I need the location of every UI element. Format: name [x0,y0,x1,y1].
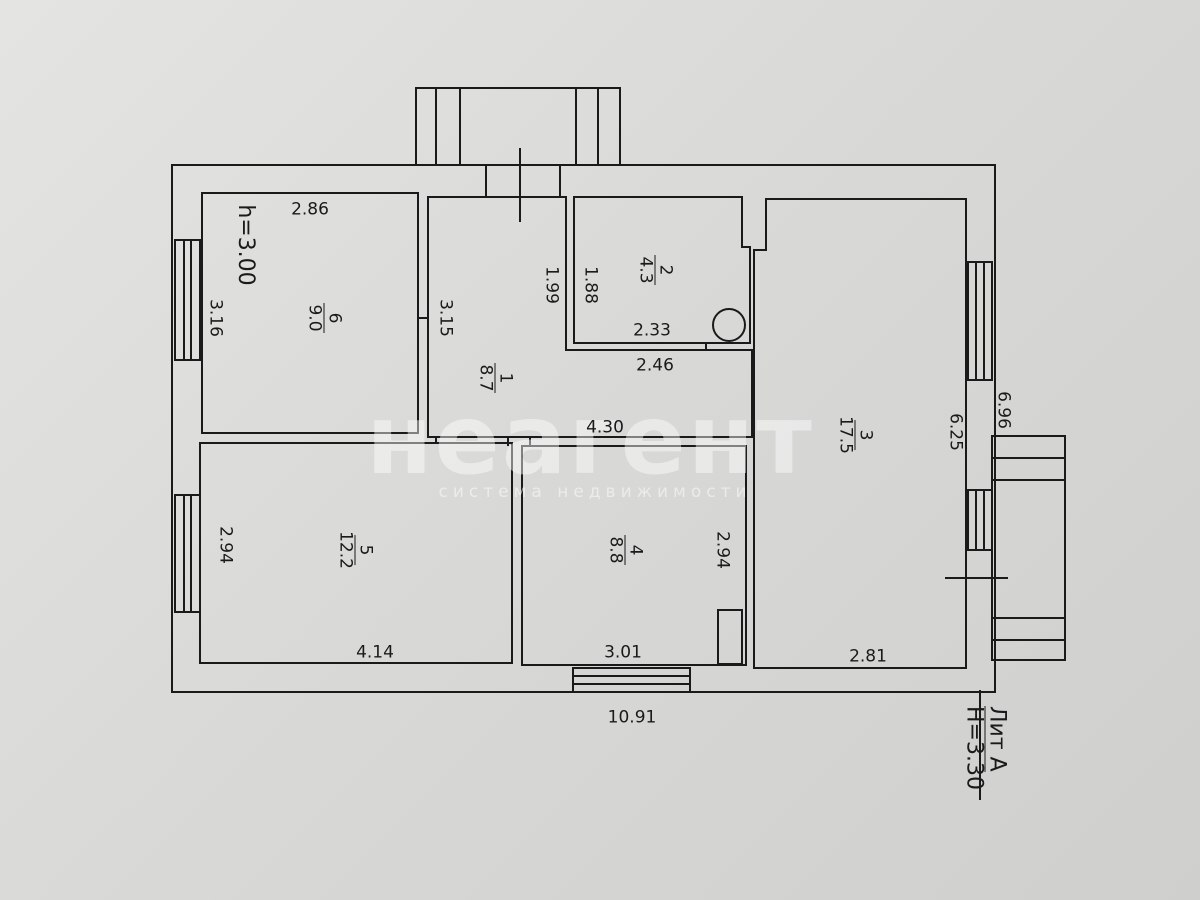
room-6-number: 6 [323,303,345,333]
watermark-tagline: система недвижимости [438,482,752,502]
room-2-area: 4.3 [635,256,656,284]
building-height: H=3.30 [961,706,987,790]
room-1-width: 4.30 [586,417,624,438]
room-1-length: 3.15 [435,299,456,337]
room-6-length: 3.16 [205,299,226,337]
entry-door [485,164,561,198]
ceiling-height-label: h=3.00 [233,204,258,286]
room-4-outline [521,445,747,666]
stove-symbol [717,609,743,665]
room-1-number: 1 [494,363,516,393]
top-porch [415,87,621,166]
room-6-area: 9.0 [304,304,325,332]
room-5-area: 12.2 [335,531,356,569]
room-3-area: 17.5 [835,416,856,454]
room-2-outline [573,196,751,344]
room-1-width-small: 2.46 [636,355,674,376]
windows [174,239,993,613]
building-letter-block: Лит А H=3.30 [961,706,1010,790]
room-6-outline [201,192,419,434]
room-4-number: 4 [624,535,646,565]
room-3-outline [753,198,967,669]
right-porch [991,435,1066,661]
room-2-width: 2.33 [633,320,671,341]
room-2-number: 2 [654,255,676,285]
total-length: 10.91 [607,707,657,728]
building-letter: Лит А [984,706,1010,772]
room-5-length: 2.94 [215,526,236,564]
room-1-outline [427,196,753,438]
room-4-width: 3.01 [604,642,642,663]
room-1-area: 8.7 [475,364,496,392]
room-6-width: 2.86 [291,199,329,220]
outer-right-dimension: 6.96 [993,391,1014,429]
room-3-width: 2.81 [849,646,887,667]
room-5-width: 4.14 [356,642,394,663]
room-3-length: 6.25 [945,413,966,451]
boiler-symbol [712,308,746,342]
room-4-length: 2.94 [712,531,733,569]
back-door [572,667,691,693]
room-3-number: 3 [854,419,876,450]
watermark-brand: неагент [366,384,814,496]
room-4-area: 8.8 [605,536,626,564]
room-2-length: 1.88 [580,266,601,304]
room-5-number: 5 [354,534,376,565]
room-1-depth: 1.99 [541,266,562,304]
